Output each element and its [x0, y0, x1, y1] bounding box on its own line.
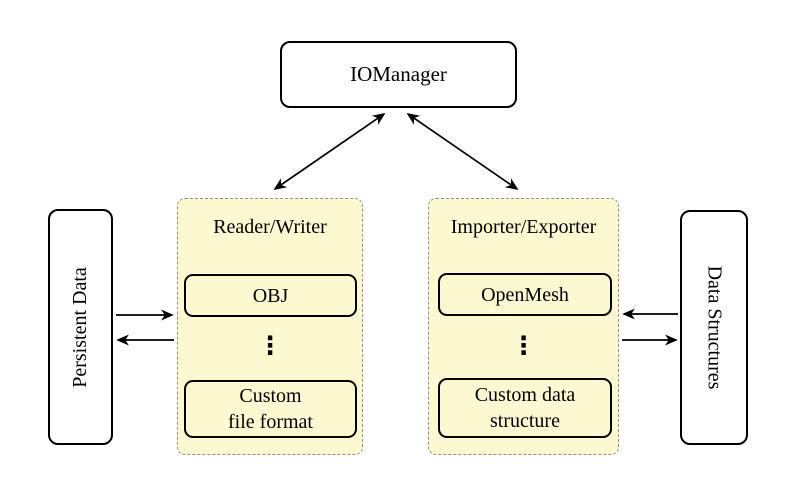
node-openmesh: OpenMesh	[438, 273, 612, 316]
node-custom-file-format: Custom file format	[184, 380, 357, 438]
node-obj: OBJ	[184, 274, 357, 317]
node-custom-data-structure: Custom data structure	[438, 378, 612, 438]
node-iomanager: IOManager	[280, 41, 517, 108]
node-persistent-data: Persistent Data	[48, 209, 113, 445]
node-data-structures: Data Structures	[680, 210, 748, 445]
group-importer-exporter-title: Importer/Exporter	[450, 216, 597, 238]
vertical-ellipsis-icon: ⋮	[257, 331, 283, 360]
group-importer-exporter: Importer/Exporter OpenMesh ⋮ Custom data…	[428, 198, 619, 455]
group-reader-writer: Reader/Writer OBJ ⋮ Custom file format	[177, 198, 363, 455]
vertical-ellipsis-icon: ⋮	[511, 331, 536, 360]
arrow-iomanager-reader-writer	[273, 112, 386, 191]
node-iomanager-label: IOManager	[350, 62, 447, 86]
arrow-iomanager-importer-exporter	[406, 112, 519, 191]
group-reader-writer-title: Reader/Writer	[213, 216, 327, 238]
node-data-structures-label: Data Structures	[703, 265, 726, 390]
node-persistent-data-label: Persistent Data	[69, 266, 91, 388]
